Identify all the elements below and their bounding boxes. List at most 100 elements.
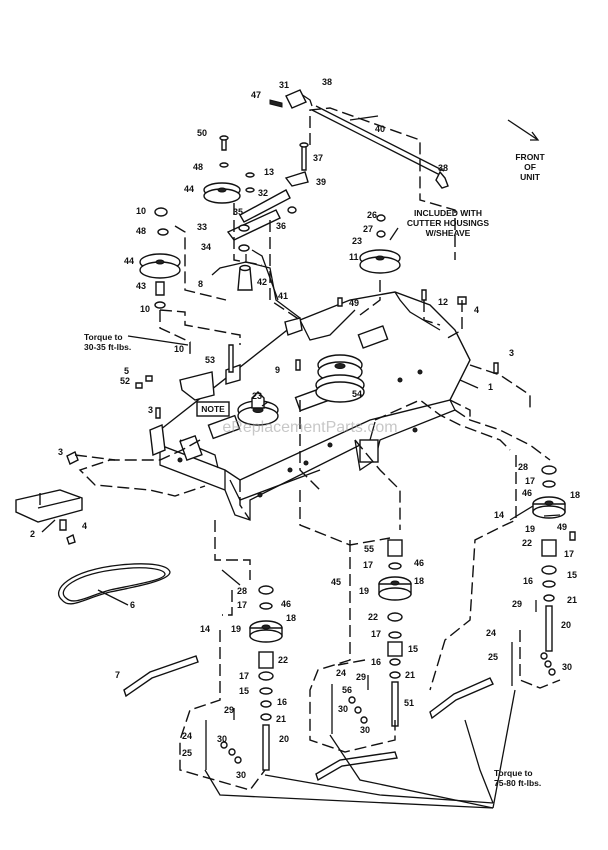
callout-36: 36	[276, 221, 286, 231]
callout-25: 25	[488, 652, 498, 662]
fasteners	[66, 289, 576, 545]
callout-24: 24	[486, 628, 496, 638]
callout-28: 28	[237, 586, 247, 596]
callout-5: 5	[124, 366, 129, 376]
callout-3: 3	[148, 405, 153, 415]
callout-13: 13	[264, 167, 274, 177]
callout-51: 51	[404, 698, 414, 708]
callout-10: 10	[174, 344, 184, 354]
callout-54: 54	[352, 389, 362, 399]
callout-20: 20	[561, 620, 571, 630]
callout-49: 49	[349, 298, 359, 308]
callout-15: 15	[239, 686, 249, 696]
callout-18: 18	[286, 613, 296, 623]
callout-22: 22	[278, 655, 288, 665]
assembly-lines	[39, 107, 561, 791]
callout-1: 1	[488, 382, 493, 392]
callout-45: 45	[331, 577, 341, 587]
callout-4: 4	[82, 521, 87, 531]
callout-17: 17	[363, 560, 373, 570]
callout-38: 38	[322, 77, 332, 87]
callout-56: 56	[342, 685, 352, 695]
blades	[123, 655, 494, 782]
callout-41: 41	[278, 291, 288, 301]
callout-14: 14	[200, 624, 210, 634]
deck-housing	[149, 291, 471, 521]
included-note-line2: CUTTER HOUSINGS	[407, 218, 490, 228]
callout-37: 37	[313, 153, 323, 163]
callout-32: 32	[258, 188, 268, 198]
callout-17: 17	[525, 476, 535, 486]
callout-47: 47	[251, 90, 261, 100]
callout-46: 46	[414, 558, 424, 568]
torque-note-2-line2: 75-80 ft-lbs.	[494, 778, 541, 788]
callout-40: 40	[375, 124, 385, 134]
callout-26: 26	[367, 210, 377, 220]
torque-note-1-line1: Torque to	[84, 332, 123, 342]
callout-10: 10	[140, 304, 150, 314]
callout-7: 7	[115, 670, 120, 680]
callout-4: 4	[474, 305, 479, 315]
idler-hardware	[179, 89, 449, 401]
callout-21: 21	[276, 714, 286, 724]
callout-24: 24	[182, 731, 192, 741]
callout-42: 42	[257, 277, 267, 287]
callout-16: 16	[371, 657, 381, 667]
callout-17: 17	[564, 549, 574, 559]
torque-note-1-line2: 30-35 ft-lbs.	[84, 342, 131, 352]
callout-23: 23	[352, 236, 362, 246]
included-with-note: INCLUDED WITH CUTTER HOUSINGS W/SHEAVE	[407, 208, 490, 238]
callout-19: 19	[359, 586, 369, 596]
note-tag-label: NOTE	[201, 404, 225, 414]
callout-17: 17	[371, 629, 381, 639]
callout-30: 30	[236, 770, 246, 780]
callout-19: 19	[231, 624, 241, 634]
callout-12: 12	[438, 297, 448, 307]
callout-24: 24	[336, 668, 346, 678]
callout-25: 25	[182, 748, 192, 758]
callout-27: 27	[363, 224, 373, 234]
callout-19: 19	[525, 524, 535, 534]
callout-35: 35	[233, 207, 243, 217]
callout-29: 29	[224, 705, 234, 715]
front-of-unit-note: FRONT OF UNIT	[515, 152, 545, 182]
included-note-line3: W/SHEAVE	[426, 228, 471, 238]
callout-33: 33	[197, 222, 207, 232]
callout-48: 48	[193, 162, 203, 172]
callout-30: 30	[217, 734, 227, 744]
callout-29: 29	[356, 672, 366, 682]
callout-50: 50	[197, 128, 207, 138]
callout-49: 49	[557, 522, 567, 532]
callout-6: 6	[130, 600, 135, 610]
torque-note-1: Torque to 30-35 ft-lbs.	[84, 332, 131, 352]
callout-55: 55	[364, 544, 374, 554]
callout-9: 9	[275, 365, 280, 375]
callout-30: 30	[360, 725, 370, 735]
callout-18: 18	[414, 576, 424, 586]
callout-11: 11	[349, 252, 359, 262]
callout-46: 46	[522, 488, 532, 498]
callout-8: 8	[198, 279, 203, 289]
callout-46: 46	[281, 599, 291, 609]
callout-30: 30	[338, 704, 348, 714]
callout-23: 23	[252, 391, 262, 401]
note-tag: NOTE	[196, 401, 230, 417]
callout-22: 22	[522, 538, 532, 548]
leader-lines	[41, 115, 561, 809]
callout-15: 15	[408, 644, 418, 654]
callout-29: 29	[512, 599, 522, 609]
callout-48: 48	[136, 226, 146, 236]
front-note-line3: UNIT	[520, 172, 541, 182]
callout-39: 39	[316, 177, 326, 187]
callout-16: 16	[277, 697, 287, 707]
callout-53: 53	[205, 355, 215, 365]
callout-30: 30	[562, 662, 572, 672]
callout-3: 3	[58, 447, 63, 457]
watermark: eReplacementParts.com	[222, 419, 397, 436]
callout-14: 14	[494, 510, 504, 520]
callout-44: 44	[184, 184, 194, 194]
callout-15: 15	[567, 570, 577, 580]
front-note-line1: FRONT	[515, 152, 545, 162]
callout-38: 38	[438, 163, 448, 173]
callout-21: 21	[567, 595, 577, 605]
